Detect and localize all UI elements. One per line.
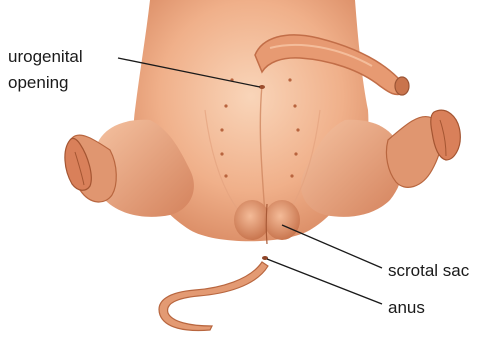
scrotal-leader-line — [282, 225, 382, 268]
urogenital-opening-label: urogenital opening — [8, 44, 83, 96]
anus-label: anus — [388, 295, 425, 321]
scrotal-sac-label: scrotal sac — [388, 258, 469, 284]
umbilical-cord-end — [395, 77, 409, 95]
tail — [159, 262, 268, 330]
anus-leader-line — [267, 259, 382, 304]
urogenital-label-line1: urogenital — [8, 47, 83, 66]
urogenital-label-line2: opening — [8, 70, 83, 96]
scrotal-sac-right — [264, 200, 300, 240]
